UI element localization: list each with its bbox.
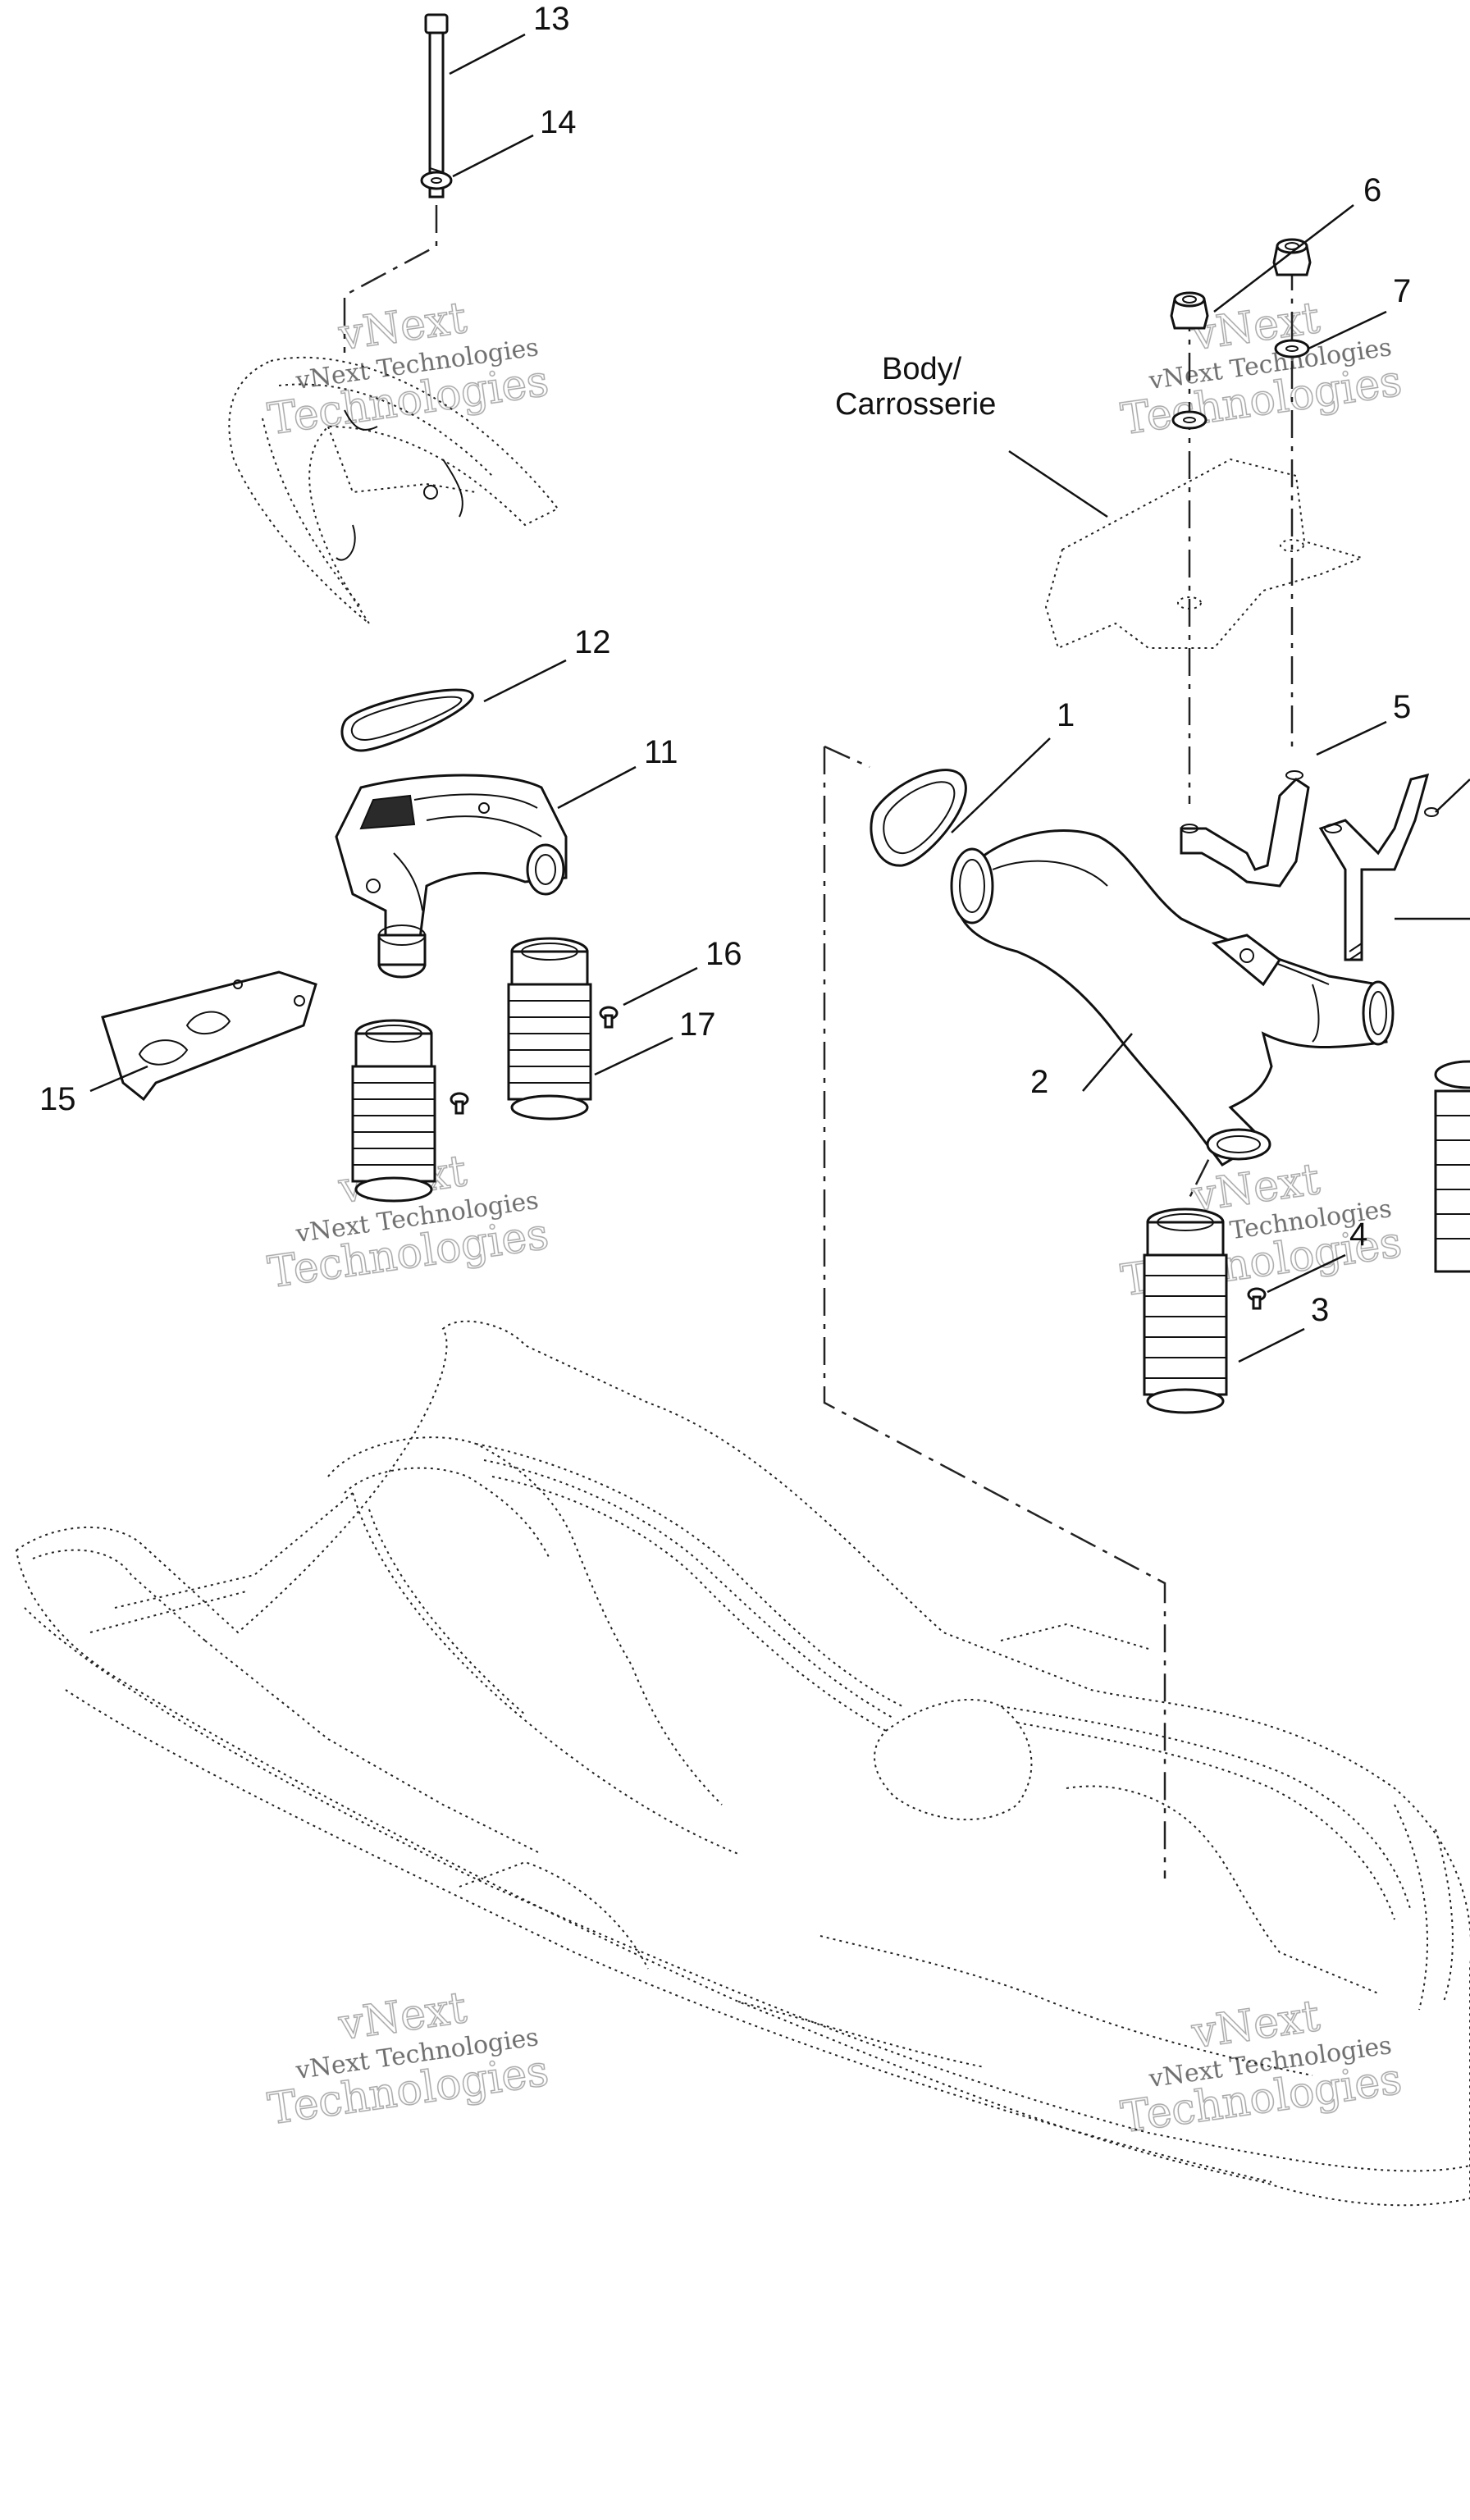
- callout-6: 6: [1363, 172, 1381, 208]
- callout-15: 15: [39, 1081, 76, 1117]
- part-17-bellows-center: [507, 937, 592, 1121]
- part-17-bellows-left: [351, 1019, 436, 1203]
- part-14-washer: [420, 171, 453, 190]
- part-7-washer: [1274, 339, 1310, 358]
- part-13-bolt: [424, 13, 449, 199]
- callout-2: 2: [1030, 1064, 1048, 1100]
- part-4-screw: [1247, 1287, 1267, 1310]
- callout-4: 4: [1349, 1217, 1367, 1253]
- callout-5: 5: [1393, 689, 1411, 725]
- leader-lines: [89, 33, 1470, 1363]
- watercraft-hull-dotted: [15, 1320, 1470, 2207]
- part-16-screw: [599, 1006, 619, 1029]
- callout-13: 13: [533, 1, 570, 37]
- body-label-line2: Carrosserie: [835, 387, 996, 422]
- callout-7: 7: [1393, 273, 1411, 309]
- callout-16: 16: [705, 936, 742, 972]
- part-5-bracket: [1180, 770, 1310, 888]
- watermark: vNext vNext Technologies Technologies vN…: [264, 293, 1405, 2143]
- part-7-washer-2: [1171, 410, 1208, 430]
- part-16-screw-2: [450, 1092, 469, 1115]
- bellows-far-right: [1434, 1060, 1470, 1273]
- part-6-nut-2: [1272, 238, 1312, 276]
- body-panel-dotted: [1044, 458, 1365, 650]
- part-12-gasket: [340, 688, 474, 752]
- body-label-line1: Body/: [882, 352, 962, 386]
- part-5-bracket-2: [1318, 773, 1439, 961]
- callout-11: 11: [644, 734, 678, 770]
- callout-3: 3: [1311, 1292, 1329, 1328]
- callout-labels: 13 14 12 11 15 16 17 1 2 3 4 5 6 7 Body/…: [39, 1, 1411, 1328]
- part-11-manifold: [335, 774, 568, 979]
- callout-12: 12: [574, 624, 611, 660]
- callout-1: 1: [1057, 697, 1075, 733]
- part-3-bellows-right: [1143, 1208, 1228, 1414]
- hull-cover-dotted: [228, 356, 559, 624]
- callout-17: 17: [679, 1007, 716, 1043]
- part-2-exhaust-tube: [950, 829, 1395, 1166]
- part-15-plate: [101, 970, 317, 1102]
- part-1-gasket: [870, 769, 967, 867]
- callout-14: 14: [540, 104, 577, 140]
- part-6-nut: [1170, 291, 1209, 330]
